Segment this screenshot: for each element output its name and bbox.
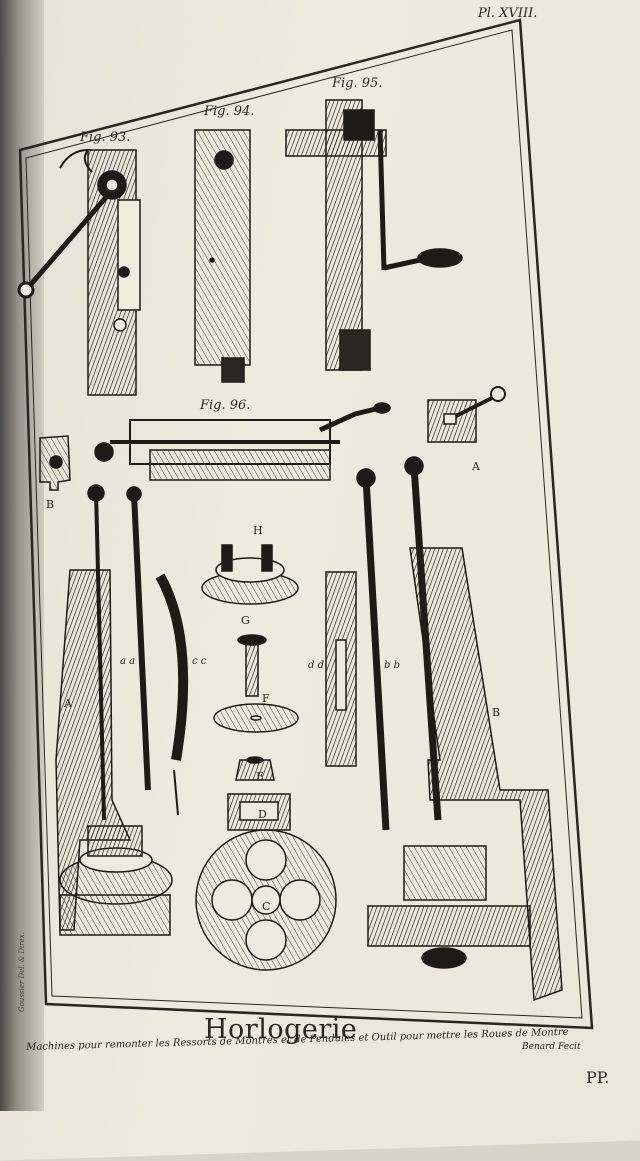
label-d: D [258, 808, 267, 821]
disc-f-drawing [213, 703, 299, 733]
plate-number: Pl. XVIII. [478, 6, 538, 21]
credit-engraver: Benard Fecit [522, 1042, 581, 1052]
fig-95-drawing [285, 99, 463, 371]
credit-designer: Goussier Del. & Direx. [18, 932, 26, 1012]
label-g: G [241, 614, 250, 627]
part-h-drawing [201, 544, 299, 605]
label-aa: a a [120, 656, 136, 667]
label-cc: c c [192, 656, 207, 667]
fig-93-label: Fig. 93. [80, 130, 131, 145]
fig-94-drawing [194, 129, 251, 383]
label-bb: b b [384, 660, 400, 671]
small-part-b [39, 435, 71, 491]
label-c: C [262, 900, 271, 913]
fig-96-drawing [94, 402, 391, 481]
label-a-small: A [472, 460, 480, 473]
wheel-c-drawing [195, 829, 337, 971]
press-b-drawing [367, 547, 563, 1002]
label-a-large: A [64, 697, 72, 710]
press-a-drawing [55, 484, 173, 936]
slotted-bar-dd-drawing [325, 571, 357, 767]
fig-96-label: Fig. 96. [200, 398, 251, 413]
page-signature: PP. [586, 1068, 610, 1087]
label-b-small: B [46, 498, 55, 511]
rod-aa-drawing [126, 486, 151, 791]
nut-e-drawing [235, 756, 275, 781]
fig-95-label: Fig. 95. [332, 76, 383, 91]
plate-border [18, 18, 594, 1030]
small-part-a [427, 386, 506, 443]
label-e: E [256, 770, 265, 783]
screw-g-drawing [237, 634, 267, 697]
label-dd: d d [308, 660, 324, 671]
label-b-large: B [492, 706, 501, 719]
label-h: H [253, 524, 263, 537]
fig-94-label: Fig. 94. [204, 104, 255, 119]
label-f: F [262, 692, 270, 705]
fig-93-drawing [17, 148, 141, 396]
spring-cc-drawing [155, 573, 189, 816]
plate-d-drawing [227, 793, 291, 831]
engraving-plate [17, 18, 594, 1030]
plate-title: Horlogerie [204, 1014, 358, 1045]
